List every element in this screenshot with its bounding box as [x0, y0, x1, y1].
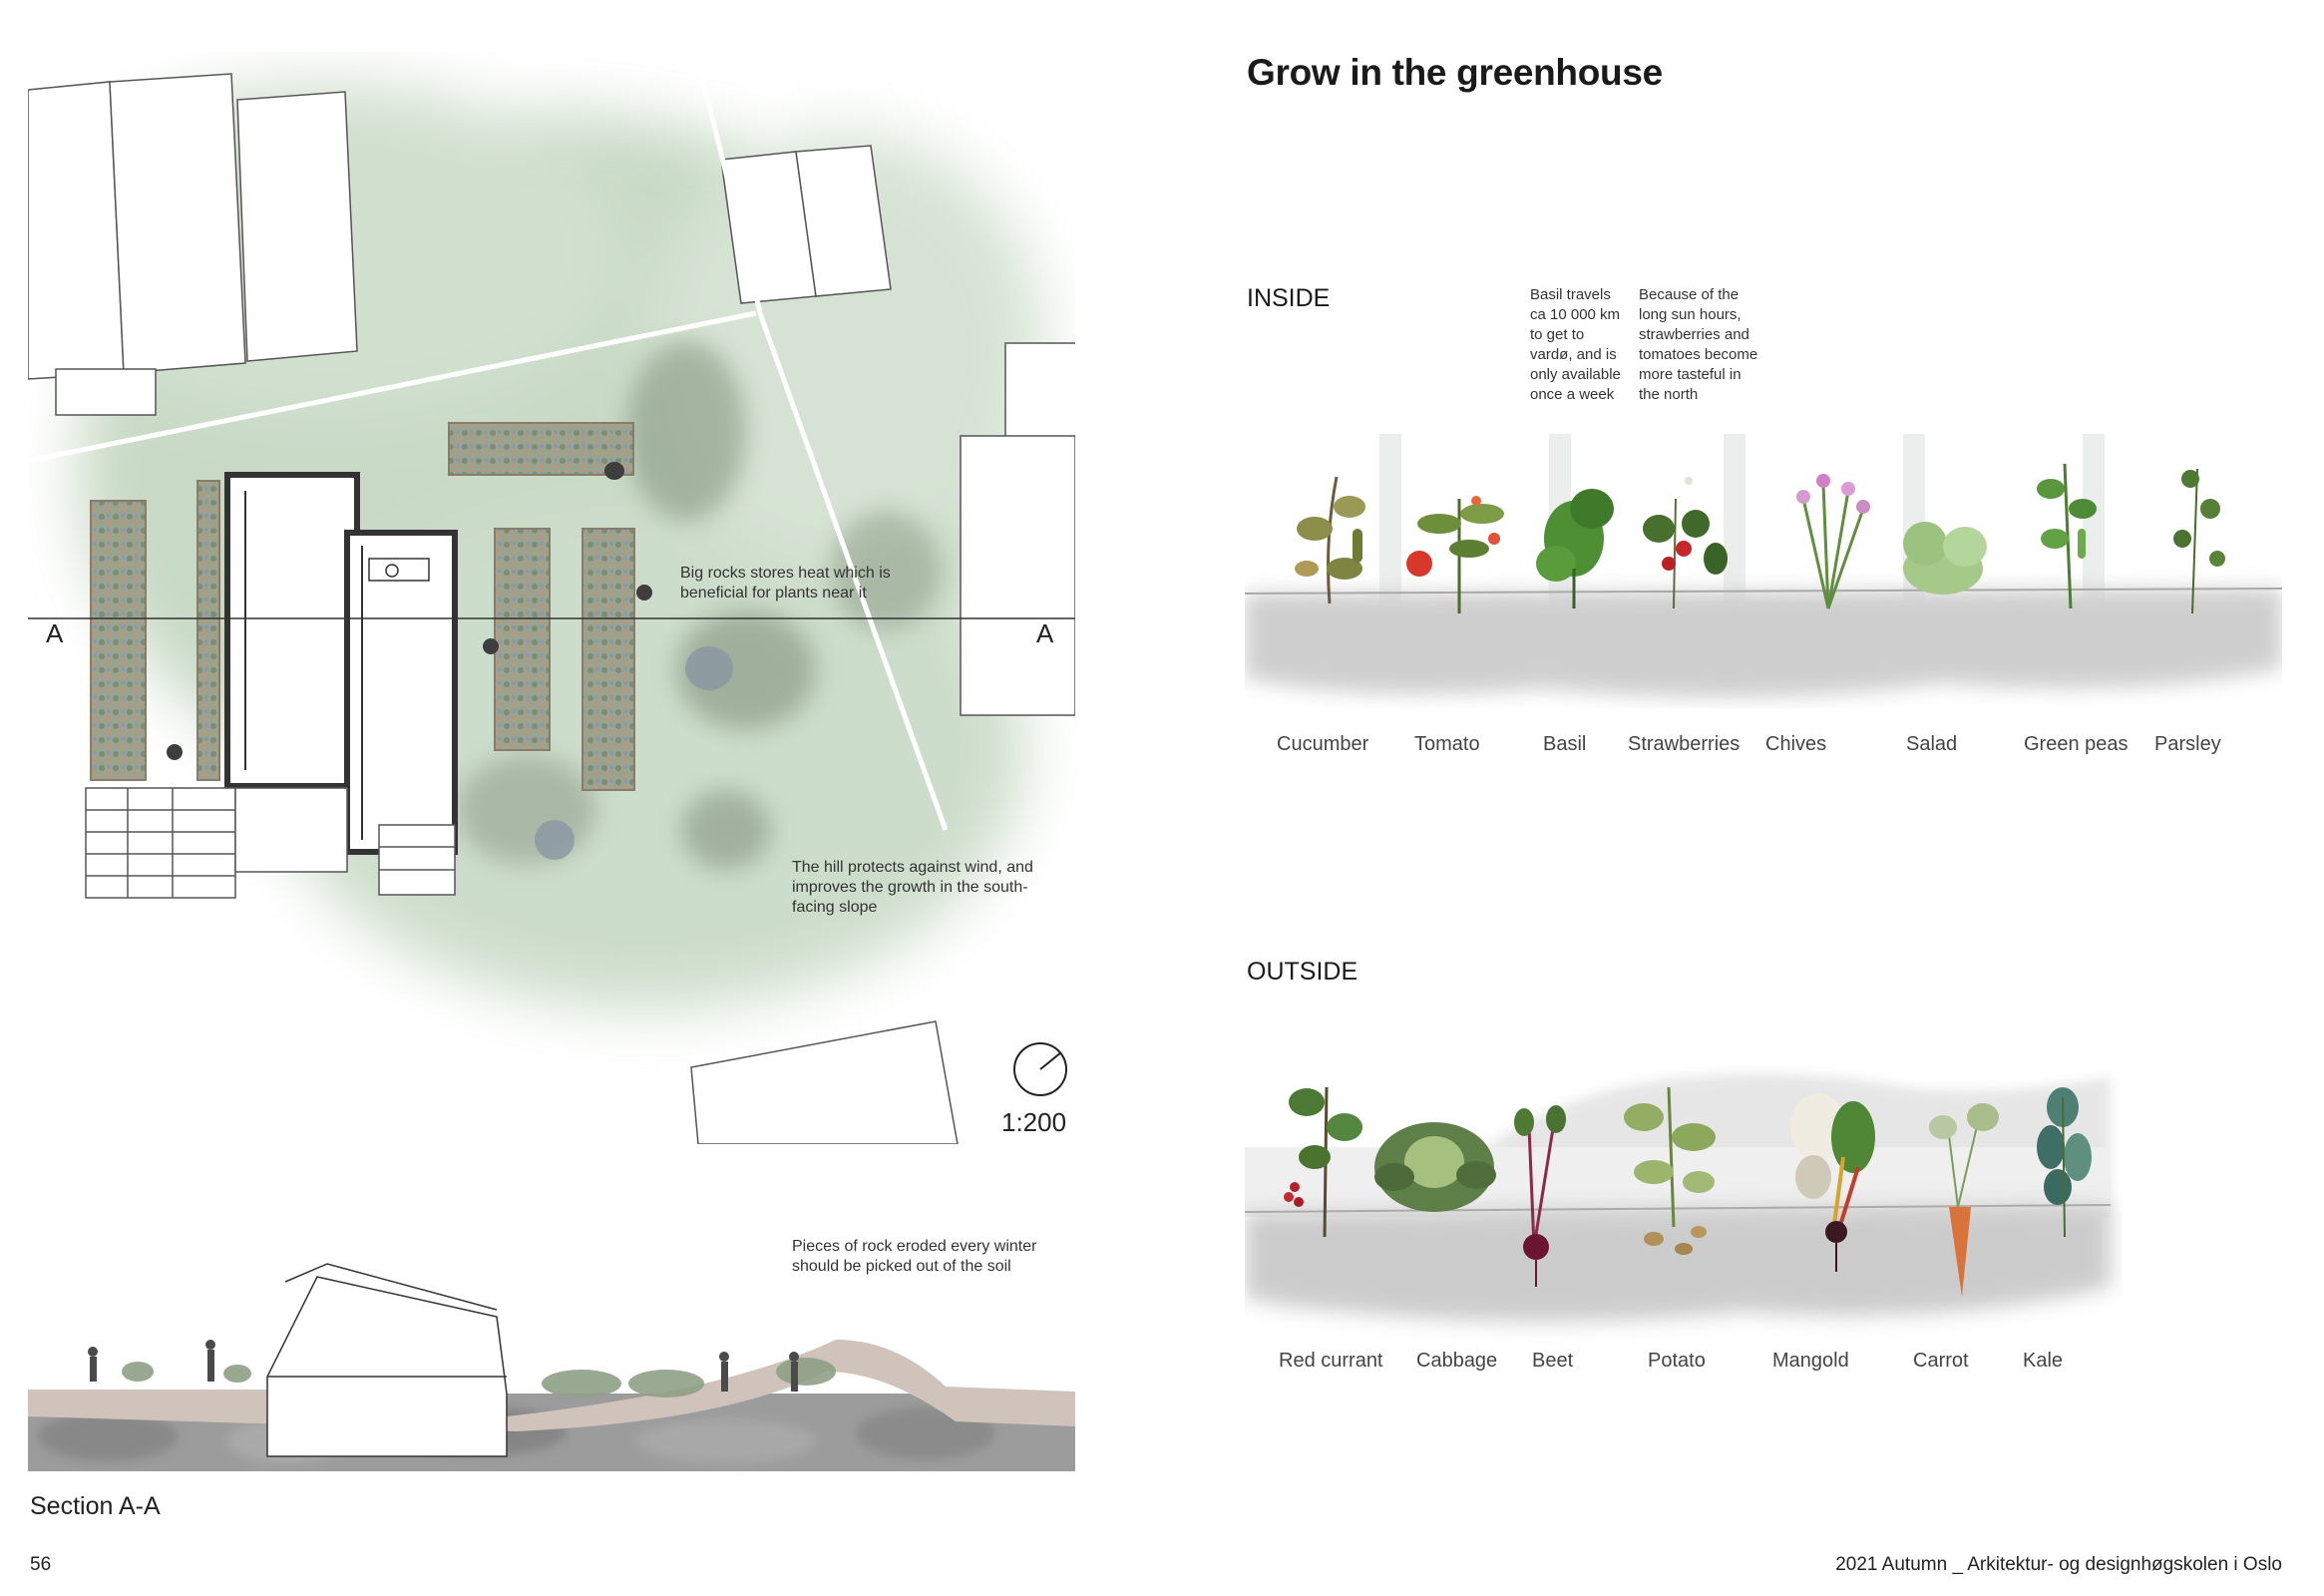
north-arrow-icon: [1013, 1042, 1067, 1096]
cucumber-illustration: [1295, 476, 1365, 604]
big-rocks: [535, 646, 733, 860]
neighbour-buildings: [28, 73, 1075, 1144]
carrot-illustration: [1929, 1103, 1999, 1297]
footer-credit: 2021 Autumn _ Arkitektur- og designhøgsk…: [1835, 1554, 2282, 1575]
parsley-illustration: [2173, 468, 2225, 614]
site-objects: [167, 462, 652, 760]
plant-label-basil: Basil: [1543, 733, 1587, 755]
green-peas-illustration: [2037, 463, 2097, 609]
page-title: Grow in the greenhouse: [1247, 52, 1663, 93]
annotation-hill: The hill protects against wind, and impr…: [792, 859, 1033, 916]
note-sun-hours: Because of the long sun hours, strawberr…: [1639, 286, 1758, 403]
outside-plants-illustration: [1245, 1073, 2112, 1322]
building-section: [266, 1263, 508, 1457]
chives-illustration: [1796, 474, 1870, 609]
plant-label-cabbage: Cabbage: [1416, 1350, 1498, 1372]
section-title: Section A-A: [30, 1492, 161, 1520]
red-currant-illustration: [1284, 1086, 1362, 1238]
scale-label: 1:200: [1001, 1107, 1067, 1137]
footpaths: [28, 52, 949, 831]
dark-vegetation: [457, 341, 941, 870]
tomato-illustration: [1406, 496, 1504, 613]
inside-heading: INSIDE: [1247, 284, 1331, 312]
mangold-illustration: [1790, 1093, 1875, 1272]
plant-label-chives: Chives: [1765, 733, 1827, 755]
section-people: [88, 1340, 799, 1392]
plant-label-salad: Salad: [1906, 733, 1958, 755]
note-basil: Basil travels ca 10 000 km to get to var…: [1530, 286, 1621, 403]
strawberries-illustration: [1643, 477, 1728, 609]
planting-beds: [90, 422, 635, 791]
annotation-section: Pieces of rock eroded every winter shoul…: [792, 1238, 1037, 1275]
plant-label-carrot: Carrot: [1913, 1350, 1969, 1372]
beet-illustration: [1514, 1105, 1566, 1287]
outside-heading: OUTSIDE: [1247, 958, 1358, 986]
plant-label-tomato: Tomato: [1414, 733, 1480, 755]
inside-soil: [1245, 589, 2282, 697]
plant-label-potato: Potato: [1648, 1350, 1706, 1372]
plant-label-kale: Kale: [2023, 1350, 2064, 1372]
inside-plants-illustration: [1245, 434, 2282, 697]
section-marker-left: A: [46, 618, 64, 648]
section-marker-right: A: [1036, 618, 1054, 648]
site-plan-drawing: [28, 52, 1075, 1144]
plant-label-beet: Beet: [1532, 1350, 1574, 1372]
salad-illustration: [1903, 522, 1987, 595]
plant-label-strawberries: Strawberries: [1628, 733, 1741, 755]
page-number: 56: [30, 1554, 52, 1575]
kale-illustration: [2037, 1087, 2092, 1238]
section-drawing: [28, 1263, 1075, 1471]
deck-steps: [85, 787, 456, 899]
greenhouse-building: [224, 472, 458, 855]
potato-illustration: [1624, 1086, 1716, 1255]
section-plants: [122, 1358, 836, 1397]
plant-label-green-peas: Green peas: [2024, 733, 2129, 755]
annotation-rocks: Big rocks stores heat which is beneficia…: [680, 565, 891, 601]
plant-label-parsley: Parsley: [2154, 733, 2221, 755]
outside-soil: [1245, 1205, 2111, 1322]
plant-label-mangold: Mangold: [1772, 1350, 1849, 1372]
basil-illustration: [1536, 489, 1614, 608]
plant-label-red-currant: Red currant: [1279, 1350, 1383, 1372]
plant-label-cucumber: Cucumber: [1277, 733, 1369, 755]
cabbage-illustration: [1374, 1122, 1496, 1212]
